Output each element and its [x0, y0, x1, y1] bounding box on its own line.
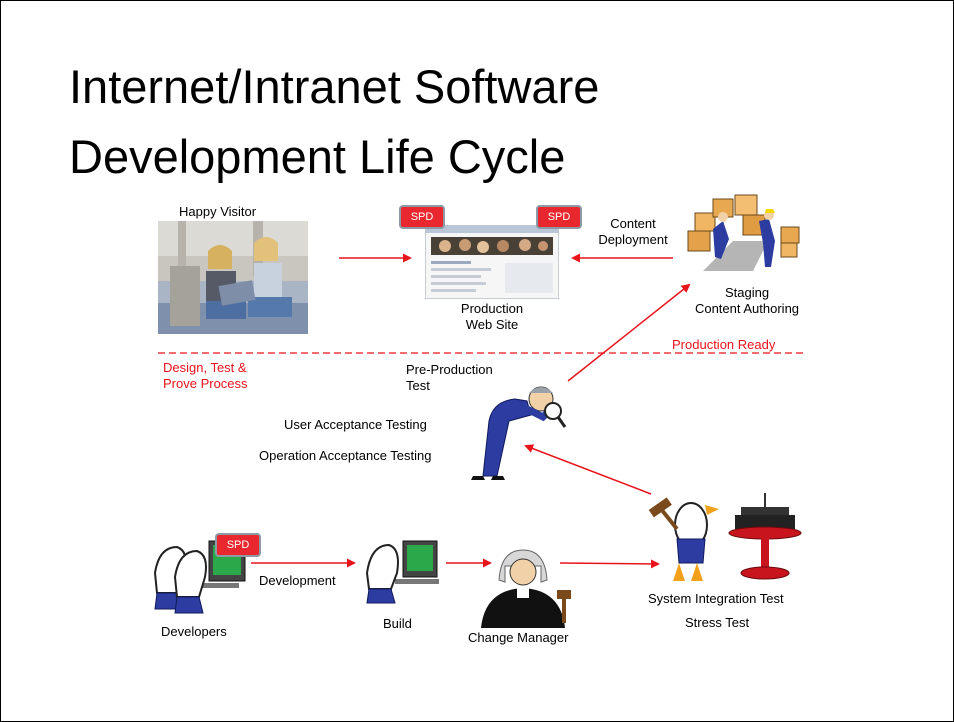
- staging-label: Staging Content Authoring: [681, 285, 813, 317]
- build-clipart: [365, 540, 439, 604]
- staging-label-line1: Staging: [724, 285, 770, 300]
- build-label: Build: [383, 616, 412, 631]
- pre-production-line2: Test: [406, 378, 430, 393]
- operation-acceptance-testing-label: Operation Acceptance Testing: [259, 448, 432, 463]
- production-web-site-screenshot: [425, 225, 559, 299]
- production-label-line1: Production: [460, 301, 524, 316]
- design-test-prove-line2: Prove Process: [163, 376, 248, 391]
- spd-badge-production-left: SPD: [399, 205, 445, 229]
- arrow-preproduction-to-staging: [567, 283, 691, 382]
- arrow-system-test-to-preproduction: [524, 444, 652, 495]
- user-acceptance-testing-label: User Acceptance Testing: [284, 417, 427, 432]
- title-line-1: Internet/Intranet Software: [69, 60, 600, 113]
- content-deployment-line1: Content: [610, 216, 656, 231]
- stress-test-label: Stress Test: [685, 615, 750, 630]
- happy-visitor-photo: [158, 221, 308, 334]
- production-label-line2: Web Site: [465, 317, 519, 332]
- title-line-2: Development Life Cycle: [69, 130, 566, 183]
- arrow-change-manager-to-system-test: [559, 559, 660, 569]
- spd-badge-developers: SPD: [215, 533, 261, 557]
- pre-production-line1: Pre-Production: [406, 362, 493, 377]
- pre-production-test-label: Pre-Production Test: [406, 362, 493, 394]
- content-deployment-label: Content Deployment: [593, 216, 673, 248]
- change-manager-label: Change Manager: [468, 630, 569, 645]
- inspector-magnifier-clipart: [471, 386, 567, 480]
- spd-badge-production-right: SPD: [536, 205, 582, 229]
- development-label: Development: [259, 573, 336, 588]
- production-ready-label: Production Ready: [672, 337, 776, 352]
- design-test-prove-line1: Design, Test &: [163, 360, 247, 375]
- developers-clipart: [153, 540, 246, 614]
- change-manager-clipart: [481, 549, 571, 628]
- system-integration-test-label: System Integration Test: [648, 591, 784, 606]
- happy-visitor-label: Happy Visitor: [179, 204, 257, 219]
- staging-label-line2: Content Authoring: [694, 301, 800, 316]
- design-test-prove-label: Design, Test & Prove Process: [163, 360, 248, 392]
- developers-label: Developers: [161, 624, 227, 639]
- production-web-site-label: Production Web Site: [444, 301, 540, 333]
- content-deployment-line2: Deployment: [598, 232, 668, 247]
- system-integration-clipart: [648, 493, 802, 581]
- staging-boxes-clipart: [687, 194, 800, 271]
